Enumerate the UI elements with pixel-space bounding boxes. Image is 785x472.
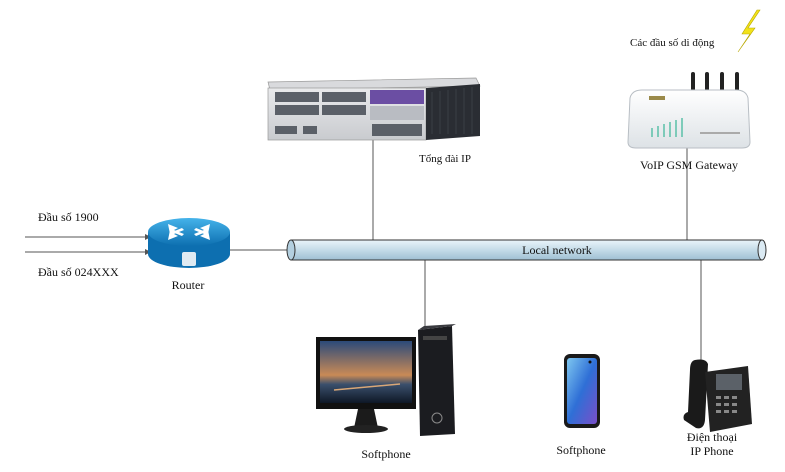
line-024-label: Đầu số 024XXX (38, 265, 119, 279)
lightning-icon (737, 9, 761, 53)
ip-phone-label-line1: Điện thoại (687, 430, 738, 444)
gateway-label: VoIP GSM Gateway (640, 158, 738, 172)
smartphone-icon (564, 354, 600, 428)
local-network-bus: Local network (286, 239, 767, 261)
softphone-mobile-label: Softphone (556, 443, 605, 457)
pbx-label: Tổng đài IP (419, 153, 471, 165)
connection-lines (25, 140, 702, 360)
pbx-server-icon (267, 77, 481, 141)
local-network-label: Local network (522, 243, 592, 257)
desktop-pc-icon (316, 324, 456, 436)
ip-phone-label-line2: IP Phone (690, 444, 733, 458)
router-icon (148, 218, 230, 268)
line-1900-label: Đầu số 1900 (38, 210, 99, 224)
softphone-pc-label: Softphone (361, 447, 410, 461)
router-label: Router (172, 278, 205, 292)
ip-phone-icon (683, 359, 752, 432)
mobile-numbers-label: Các đầu số di động (630, 37, 715, 49)
gsm-gateway-icon (627, 72, 751, 149)
